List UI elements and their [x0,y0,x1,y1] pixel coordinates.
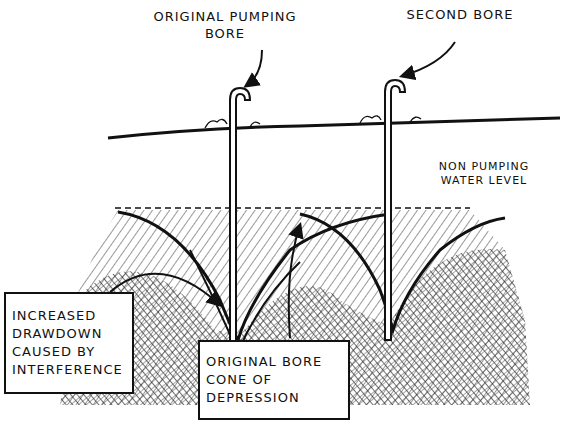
callout-text: INCREASED DRAWDOWN CAUSED BY INTERFERENC… [12,307,126,379]
water-level [115,207,470,209]
bore-pipe [385,80,405,340]
callout-arrow [289,225,300,338]
callout-arrow [402,42,455,76]
cone-curve [300,214,505,330]
callout-box: ORIGINAL BORE CONE OF DEPRESSION [198,340,350,420]
callout-text: ORIGINAL BORE CONE OF DEPRESSION [206,353,342,407]
interference-curve [190,250,300,352]
ground-line [108,118,560,138]
annotation-label: SECOND BORE [400,6,520,23]
annotation-label: ORIGINAL PUMPING BORE [150,8,300,42]
callout-box: INCREASED DRAWDOWN CAUSED BY INTERFERENC… [4,292,134,394]
callout-arrow [246,50,262,86]
annotation-label: NON PUMPING WATER LEVEL [428,160,540,188]
bore-pipe [230,88,250,345]
